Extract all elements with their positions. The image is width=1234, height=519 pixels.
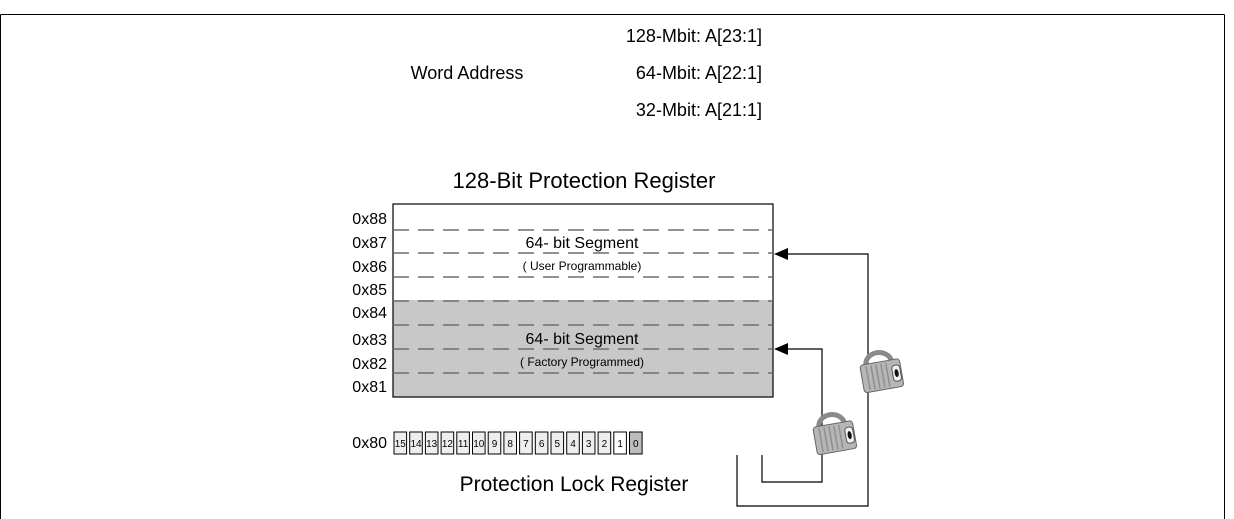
lock-bit-cell — [566, 431, 580, 455]
lock-bit-9: 9 — [487, 431, 502, 455]
address-line-64mbit: 64-Mbit: A[22:1] — [636, 63, 762, 83]
lock-bit-cell — [503, 431, 517, 455]
lock-bit-label: 11 — [458, 439, 469, 450]
lock-bit-cell — [581, 431, 596, 455]
address-line-32mbit: 32-Mbit: A[21:1] — [636, 100, 762, 120]
lock-bit-2: 2 — [597, 431, 612, 455]
lock-bit-label: 9 — [492, 439, 498, 450]
lock-bit-label: 10 — [473, 439, 485, 450]
lock-bit-15: 15 — [393, 431, 408, 455]
lock-bit-cell — [456, 431, 470, 455]
address-line-128mbit: 128-Mbit: A[23:1] — [626, 26, 762, 46]
lock-register-title: Protection Lock Register — [460, 473, 689, 496]
factory-segment-subtitle: ( Factory Programmed) — [520, 355, 644, 369]
lock-connections — [736, 253, 869, 507]
arrowhead-factory — [774, 343, 788, 355]
diagram-frame — [0, 14, 1225, 519]
lock-bit-cell — [534, 431, 549, 455]
lock-bit-6: 6 — [534, 431, 549, 455]
register-addresses: 0x88 0x87 0x86 0x85 0x84 0x83 0x82 0x81 — [352, 211, 387, 396]
lock-register-address: 0x80 — [352, 435, 387, 452]
lock-bit-cell — [597, 431, 612, 455]
lock-bit-1: 1 — [613, 431, 627, 455]
lock-bit-cell — [629, 431, 643, 455]
lock-bit-label: 4 — [570, 439, 576, 450]
user-segment-title: 64- bit Segment — [526, 235, 640, 252]
bit0-connector — [761, 348, 823, 483]
lock-bit-cell — [550, 431, 565, 455]
word-address-block: Word Address 128-Mbit: A[23:1] 64-Mbit: … — [411, 26, 762, 120]
lock-bit-label: 15 — [395, 439, 407, 450]
lock-bit-label: 13 — [426, 439, 438, 450]
protection-register: 0x88 0x87 0x86 0x85 0x84 0x83 0x82 0x81 … — [352, 203, 774, 398]
address-0x87: 0x87 — [352, 235, 387, 252]
lock-bit-label: 0 — [633, 439, 639, 450]
address-0x83: 0x83 — [352, 332, 387, 349]
lock-bit-14: 14 — [409, 431, 423, 455]
lock-bit-cell — [613, 431, 627, 455]
lock-bit-label: 8 — [507, 439, 513, 450]
lock-bit-cell — [472, 431, 486, 455]
padlock-icon — [859, 350, 905, 394]
padlock-icon — [812, 412, 858, 456]
lock-bit-8: 8 — [503, 431, 517, 455]
lock-bit-label: 7 — [523, 439, 529, 450]
lock-bit-label: 2 — [602, 439, 608, 450]
lock-bit-11: 11 — [456, 431, 470, 455]
address-0x85: 0x85 — [352, 282, 387, 299]
lock-bit-13: 13 — [424, 431, 439, 455]
lock-bit-5: 5 — [550, 431, 565, 455]
factory-segment-title: 64- bit Segment — [526, 331, 640, 348]
bit1-connector — [736, 253, 869, 507]
lock-bit-7: 7 — [519, 431, 533, 455]
lock-bit-label: 5 — [555, 439, 561, 450]
lock-bit-label: 14 — [410, 439, 422, 450]
lock-bit-12: 12 — [440, 431, 455, 455]
lock-bit-label: 6 — [539, 439, 545, 450]
lock-bit-3: 3 — [581, 431, 596, 455]
lock-bit-cell — [393, 431, 408, 455]
lock-bit-cell — [424, 431, 439, 455]
address-0x81: 0x81 — [352, 379, 387, 396]
user-segment-subtitle: ( User Programmable) — [523, 259, 642, 273]
lock-bit-cell — [440, 431, 455, 455]
arrowhead-user — [774, 248, 788, 260]
protection-register-title: 128-Bit Protection Register — [453, 168, 716, 193]
lock-bit-label: 1 — [617, 439, 623, 450]
lock-bit-label: 12 — [442, 439, 454, 450]
address-0x82: 0x82 — [352, 356, 387, 373]
lock-bit-0: 0 — [629, 431, 643, 455]
lock-bit-label: 3 — [586, 439, 592, 450]
lock-bit-cell — [519, 431, 533, 455]
address-0x86: 0x86 — [352, 259, 387, 276]
user-segment-area — [393, 204, 773, 300]
word-address-label: Word Address — [411, 63, 524, 83]
lock-bit-10: 10 — [472, 431, 486, 455]
word-dividers — [393, 229, 773, 374]
arrowheads — [774, 248, 788, 355]
address-0x84: 0x84 — [352, 305, 387, 322]
address-0x88: 0x88 — [352, 211, 387, 228]
lock-bit-cell — [409, 431, 423, 455]
lock-bit-cell — [487, 431, 502, 455]
lock-bit-4: 4 — [566, 431, 580, 455]
